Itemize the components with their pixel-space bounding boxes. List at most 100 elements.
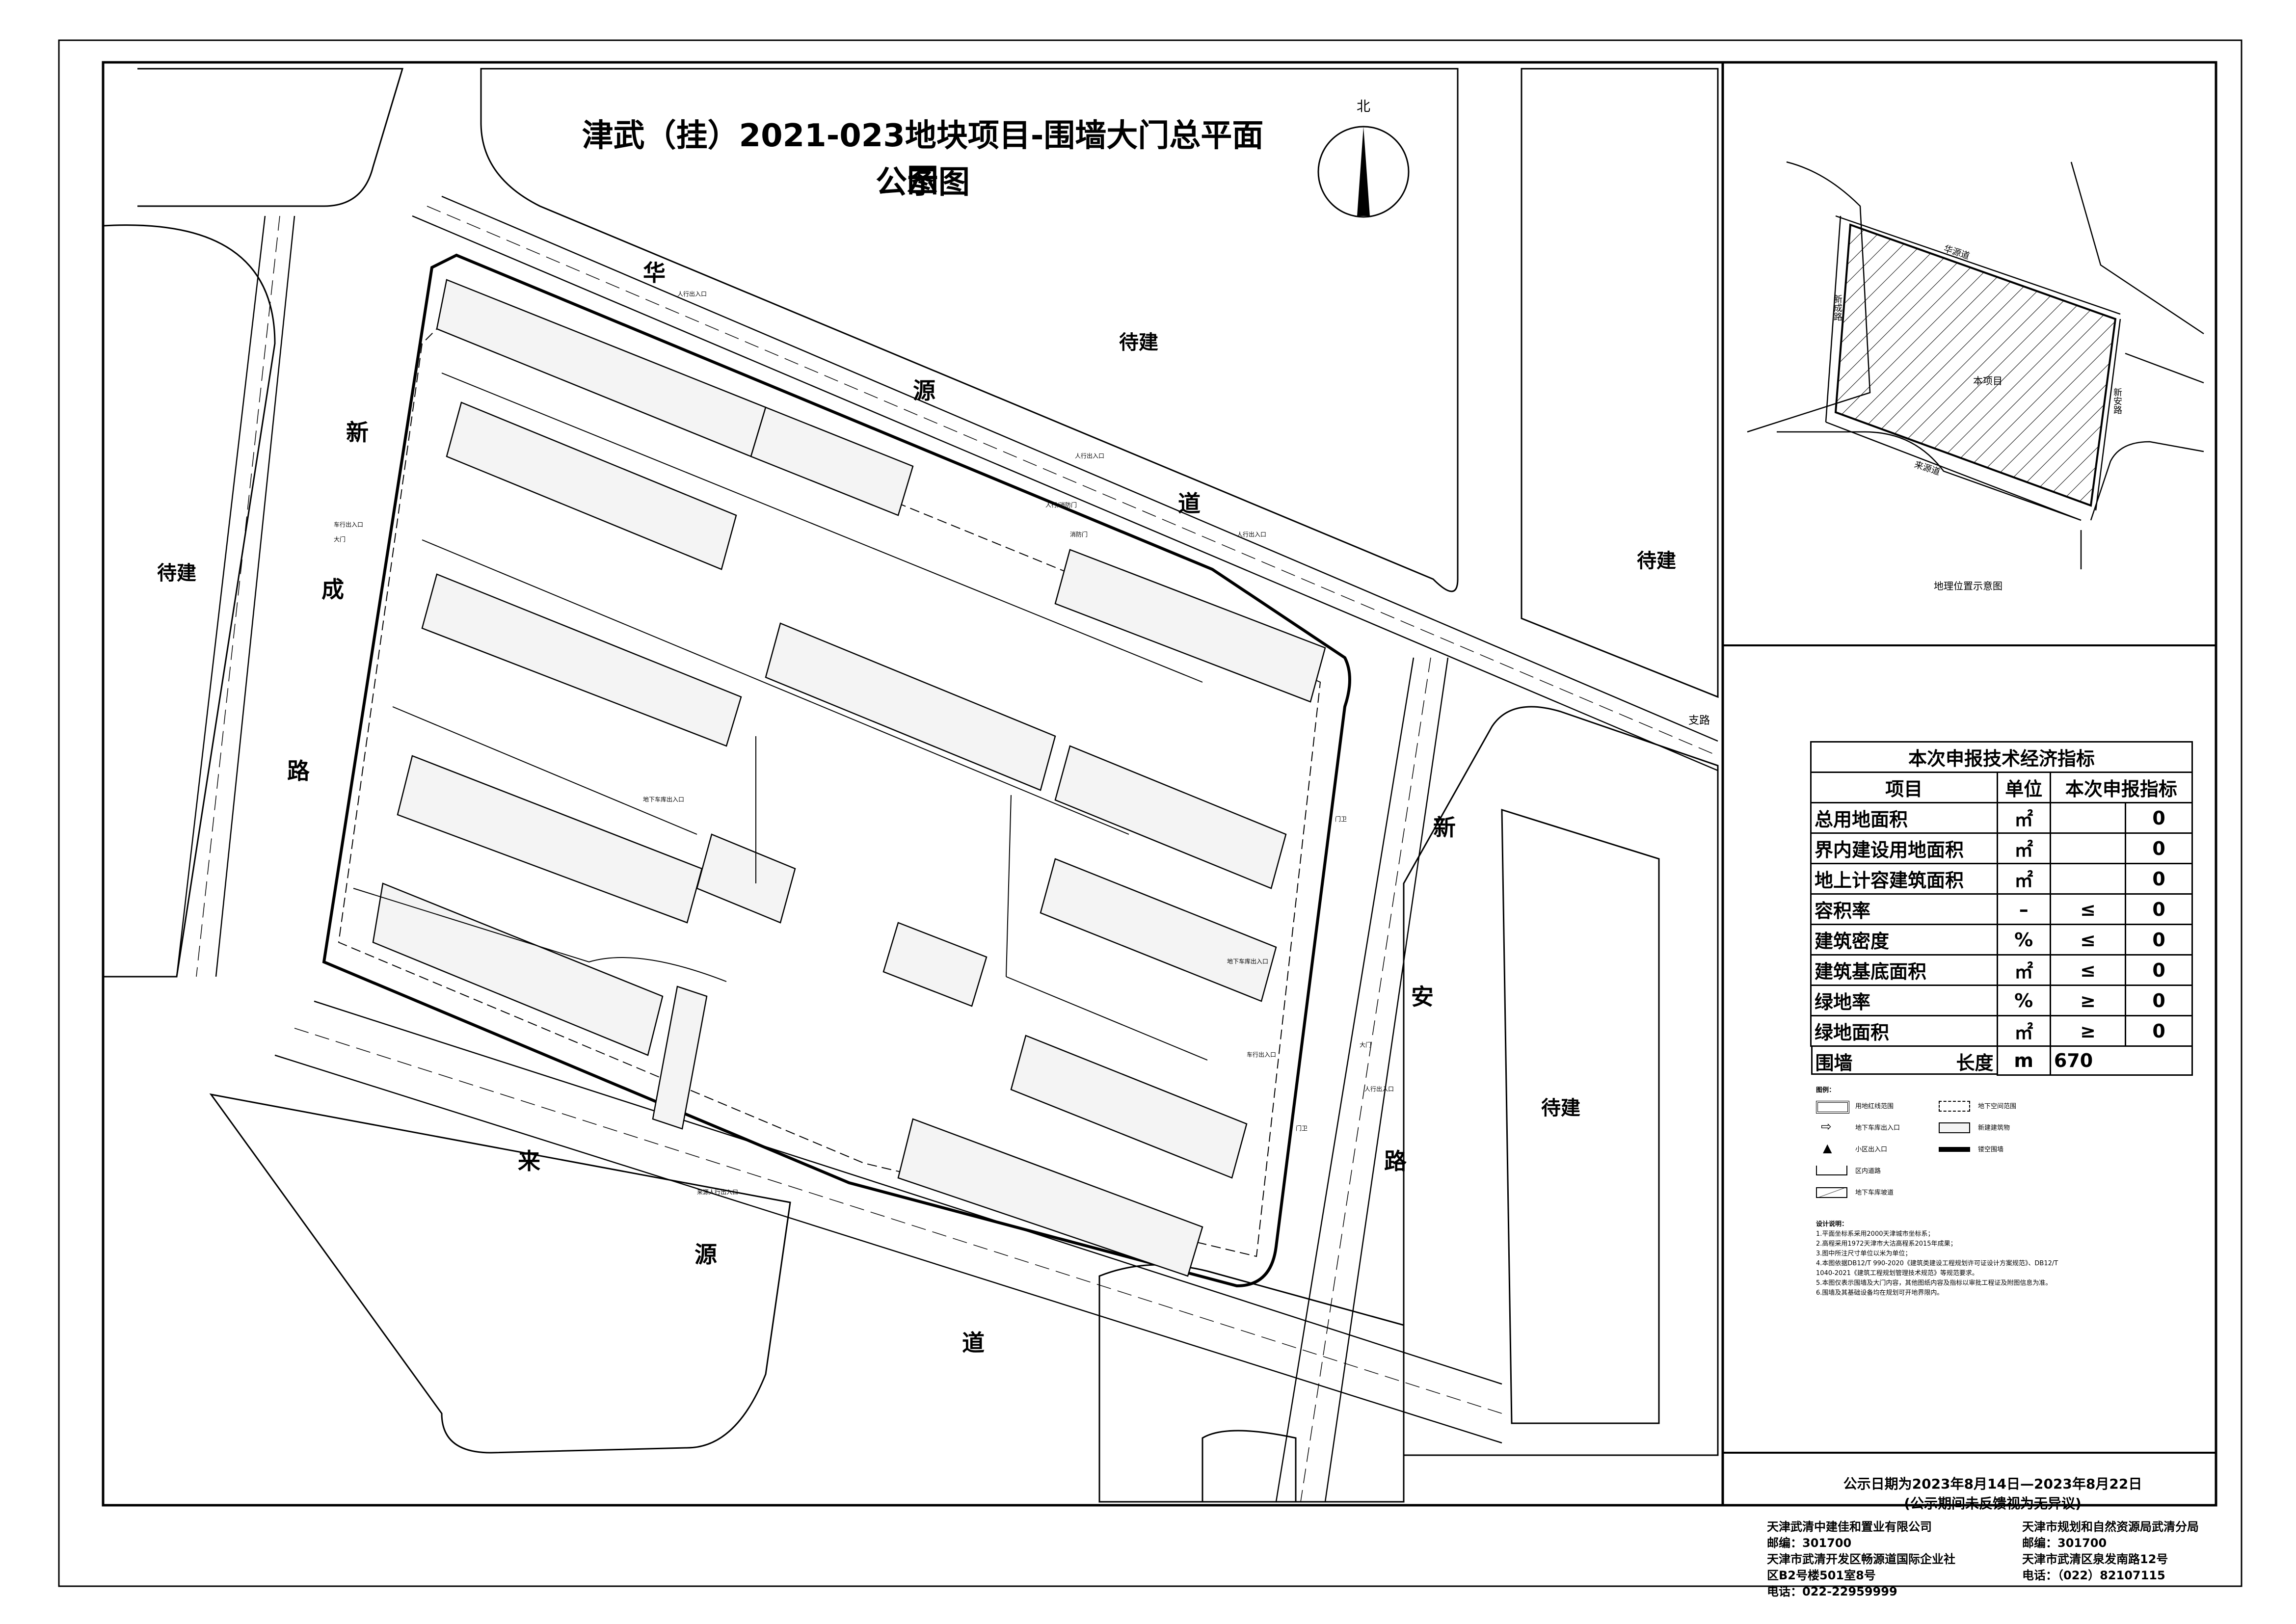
indicators-header-item: 项目 — [1810, 772, 1998, 803]
table-row: 建筑基底面积 ㎡ ≤ 0 — [1810, 954, 2193, 986]
indicators-table: 本次申报技术经济指标 项目 单位 本次申报指标 总用地面积 ㎡ 0 界内建设用地… — [1810, 741, 2193, 1076]
indicator-op: ≤ — [2049, 954, 2127, 986]
legend-row: 区内道路 — [1816, 1163, 2091, 1184]
north-label: 北 — [1357, 98, 1371, 114]
indicator-item: 界内建设用地面积 — [1810, 832, 1998, 864]
legend-label: 地下车库坡道 — [1855, 1189, 1894, 1197]
legend-row: ▲ 小区出入口 镂空围墙 — [1816, 1141, 2091, 1163]
north-arrow — [1317, 126, 1410, 218]
indicator-item: 绿地率 — [1810, 985, 1998, 1016]
legend-swatch — [1939, 1122, 1970, 1133]
surrounding-label-west: 待建 — [157, 562, 196, 585]
triangle-icon: ▲ — [1823, 1141, 1832, 1155]
gate-label: 车行出入口 — [1247, 1051, 1277, 1058]
legend-label: 小区出入口 — [1855, 1146, 1888, 1153]
legend-swatch — [1939, 1101, 1970, 1112]
site-misc-label: 门卫 — [1296, 1125, 1308, 1132]
site-misc-label: 消防门 — [1070, 531, 1088, 538]
developer-phone: 电话：022-22959999 — [1767, 1585, 1897, 1598]
authority-postcode: 邮编：301700 — [2022, 1536, 2107, 1550]
road-xinan-3: 路 — [1384, 1148, 1407, 1174]
outer-frame — [58, 39, 2243, 1587]
legend-label: 用地红线范围 — [1855, 1103, 1894, 1110]
road-huayuan-2: 源 — [913, 377, 935, 404]
authority-phone: 电话：（022）82107115 — [2022, 1569, 2165, 1582]
gate-label: 人行出入口 — [677, 291, 707, 297]
location-project-label: 本项目 — [1973, 375, 2002, 387]
buildings — [372, 279, 1326, 1277]
indicator-value: 0 — [2125, 832, 2193, 864]
site-boundary — [322, 253, 1351, 1288]
road-dashes — [196, 206, 1718, 1502]
indicator-unit: – — [1996, 893, 2051, 925]
legend-swatch — [1816, 1101, 1849, 1114]
indicator-item: 容积率 — [1810, 893, 1998, 925]
wall-unit: m — [1996, 1045, 2051, 1076]
gate-label: 人行出入口 — [1364, 1086, 1394, 1092]
developer-block: 天津武清中建佳和置业有限公司 邮编：301700 天津市武清开发区畅源道国际企业… — [1767, 1519, 2027, 1600]
site-misc-label: 人行/消防门 — [1045, 502, 1077, 508]
location-map-caption: 地理位置示意图 — [1934, 580, 2002, 592]
publicity-note: (公示期间未反馈视为无异议) — [1904, 1495, 2082, 1512]
legend-label: 新建建筑物 — [1978, 1124, 2010, 1132]
indicator-unit: ㎡ — [1996, 954, 2051, 986]
drawing-subtitle: 公示图 — [876, 164, 970, 201]
indicator-value: 0 — [2125, 924, 2193, 956]
road-xincheng-3: 路 — [287, 758, 310, 784]
indicator-op: ≥ — [2049, 1015, 2127, 1047]
surrounding-label-northeast: 待建 — [1637, 550, 1676, 572]
table-row: 围墙 长度 m 670 — [1811, 1045, 2193, 1076]
indicators-header-unit: 单位 — [1996, 772, 2051, 803]
indicator-unit: ㎡ — [1996, 802, 2051, 834]
authority-block: 天津市规划和自然资源局武清分局 邮编：301700 天津市武清区泉发南路12号 … — [2022, 1519, 2214, 1584]
table-row: 绿地率 % ≥ 0 — [1810, 985, 2193, 1016]
publicity-date: 公示日期为2023年8月14日—2023年8月22日 — [1843, 1476, 2142, 1492]
legend-row: 地下车库坡道 — [1816, 1184, 2091, 1206]
road-laiyuan-1: 来 — [518, 1148, 540, 1174]
road-xinan-1: 新 — [1433, 814, 1456, 841]
indicator-unit: % — [1996, 985, 2051, 1016]
indicator-op — [2049, 863, 2127, 895]
gate-label: 车行出入口 — [334, 521, 364, 528]
indicator-value: 0 — [2125, 1015, 2193, 1047]
indicator-value: 0 — [2125, 954, 2193, 986]
side-road-label: 支路 — [1688, 715, 1710, 727]
indicator-value: 0 — [2125, 802, 2193, 834]
authority-address: 天津市武清区泉发南路12号 — [2022, 1552, 2168, 1566]
surrounding-blocks — [102, 68, 1719, 1503]
indicator-op: ≤ — [2049, 893, 2127, 925]
internal-roads — [353, 373, 1208, 1061]
wall-value: 670 — [2049, 1045, 2193, 1076]
developer-postcode: 邮编：301700 — [1767, 1536, 1852, 1550]
road-lines — [176, 195, 1718, 1502]
developer-address1: 天津市武清开发区畅源道国际企业社 — [1767, 1552, 1955, 1566]
wall-row-cell: 围墙 长度 — [1811, 1047, 1997, 1075]
site-misc-label: 门卫 — [1335, 816, 1347, 823]
developer-address2: 区B2号楼501室8号 — [1767, 1569, 1876, 1582]
indicators-header-value: 本次申报指标 — [2049, 772, 2193, 803]
arrow-icon: ⇨ — [1821, 1119, 1832, 1134]
indicator-item: 建筑密度 — [1810, 924, 1998, 956]
road-huayuan-3: 道 — [1178, 490, 1201, 517]
authority-name: 天津市规划和自然资源局武清分局 — [2022, 1520, 2199, 1534]
gate-label: 人行出入口 — [1075, 453, 1105, 459]
legend-row: ⇨ 地下车库出入口 新建建筑物 — [1816, 1119, 2091, 1141]
indicator-value: 0 — [2125, 893, 2193, 925]
site-misc-label: 大门 — [334, 536, 346, 543]
note-line: 3.图中所注尺寸单位以米为单位； — [1816, 1250, 1912, 1257]
indicator-item: 总用地面积 — [1810, 802, 1998, 834]
table-row: 总用地面积 ㎡ 0 — [1810, 802, 2193, 834]
indicator-unit: ㎡ — [1996, 1015, 2051, 1047]
note-line: 2.高程采用1972天津市大沽高程系2015年成果； — [1816, 1240, 1957, 1248]
location-map — [1747, 161, 2204, 569]
indicator-item: 地上计容建筑面积 — [1810, 863, 1998, 895]
publicity-block: 公示日期为2023年8月14日—2023年8月22日 (公示期间未反馈视为无异议… — [1747, 1474, 2238, 1514]
note-line: 5.本图仅表示围墙及大门内容，其他图纸内容及指标以审批工程证及附图信息为准。 — [1816, 1279, 2052, 1287]
legend-label: 镂空围墙 — [1978, 1146, 2004, 1153]
legend-title: 图例： — [1816, 1087, 1836, 1094]
gate-label: 大门 — [1360, 1041, 1372, 1048]
notes-title: 设计说明： — [1816, 1221, 1848, 1228]
road-xincheng-1: 新 — [346, 419, 369, 446]
legend-swatch — [1816, 1187, 1847, 1198]
wall-item: 围墙 — [1815, 1052, 1853, 1074]
